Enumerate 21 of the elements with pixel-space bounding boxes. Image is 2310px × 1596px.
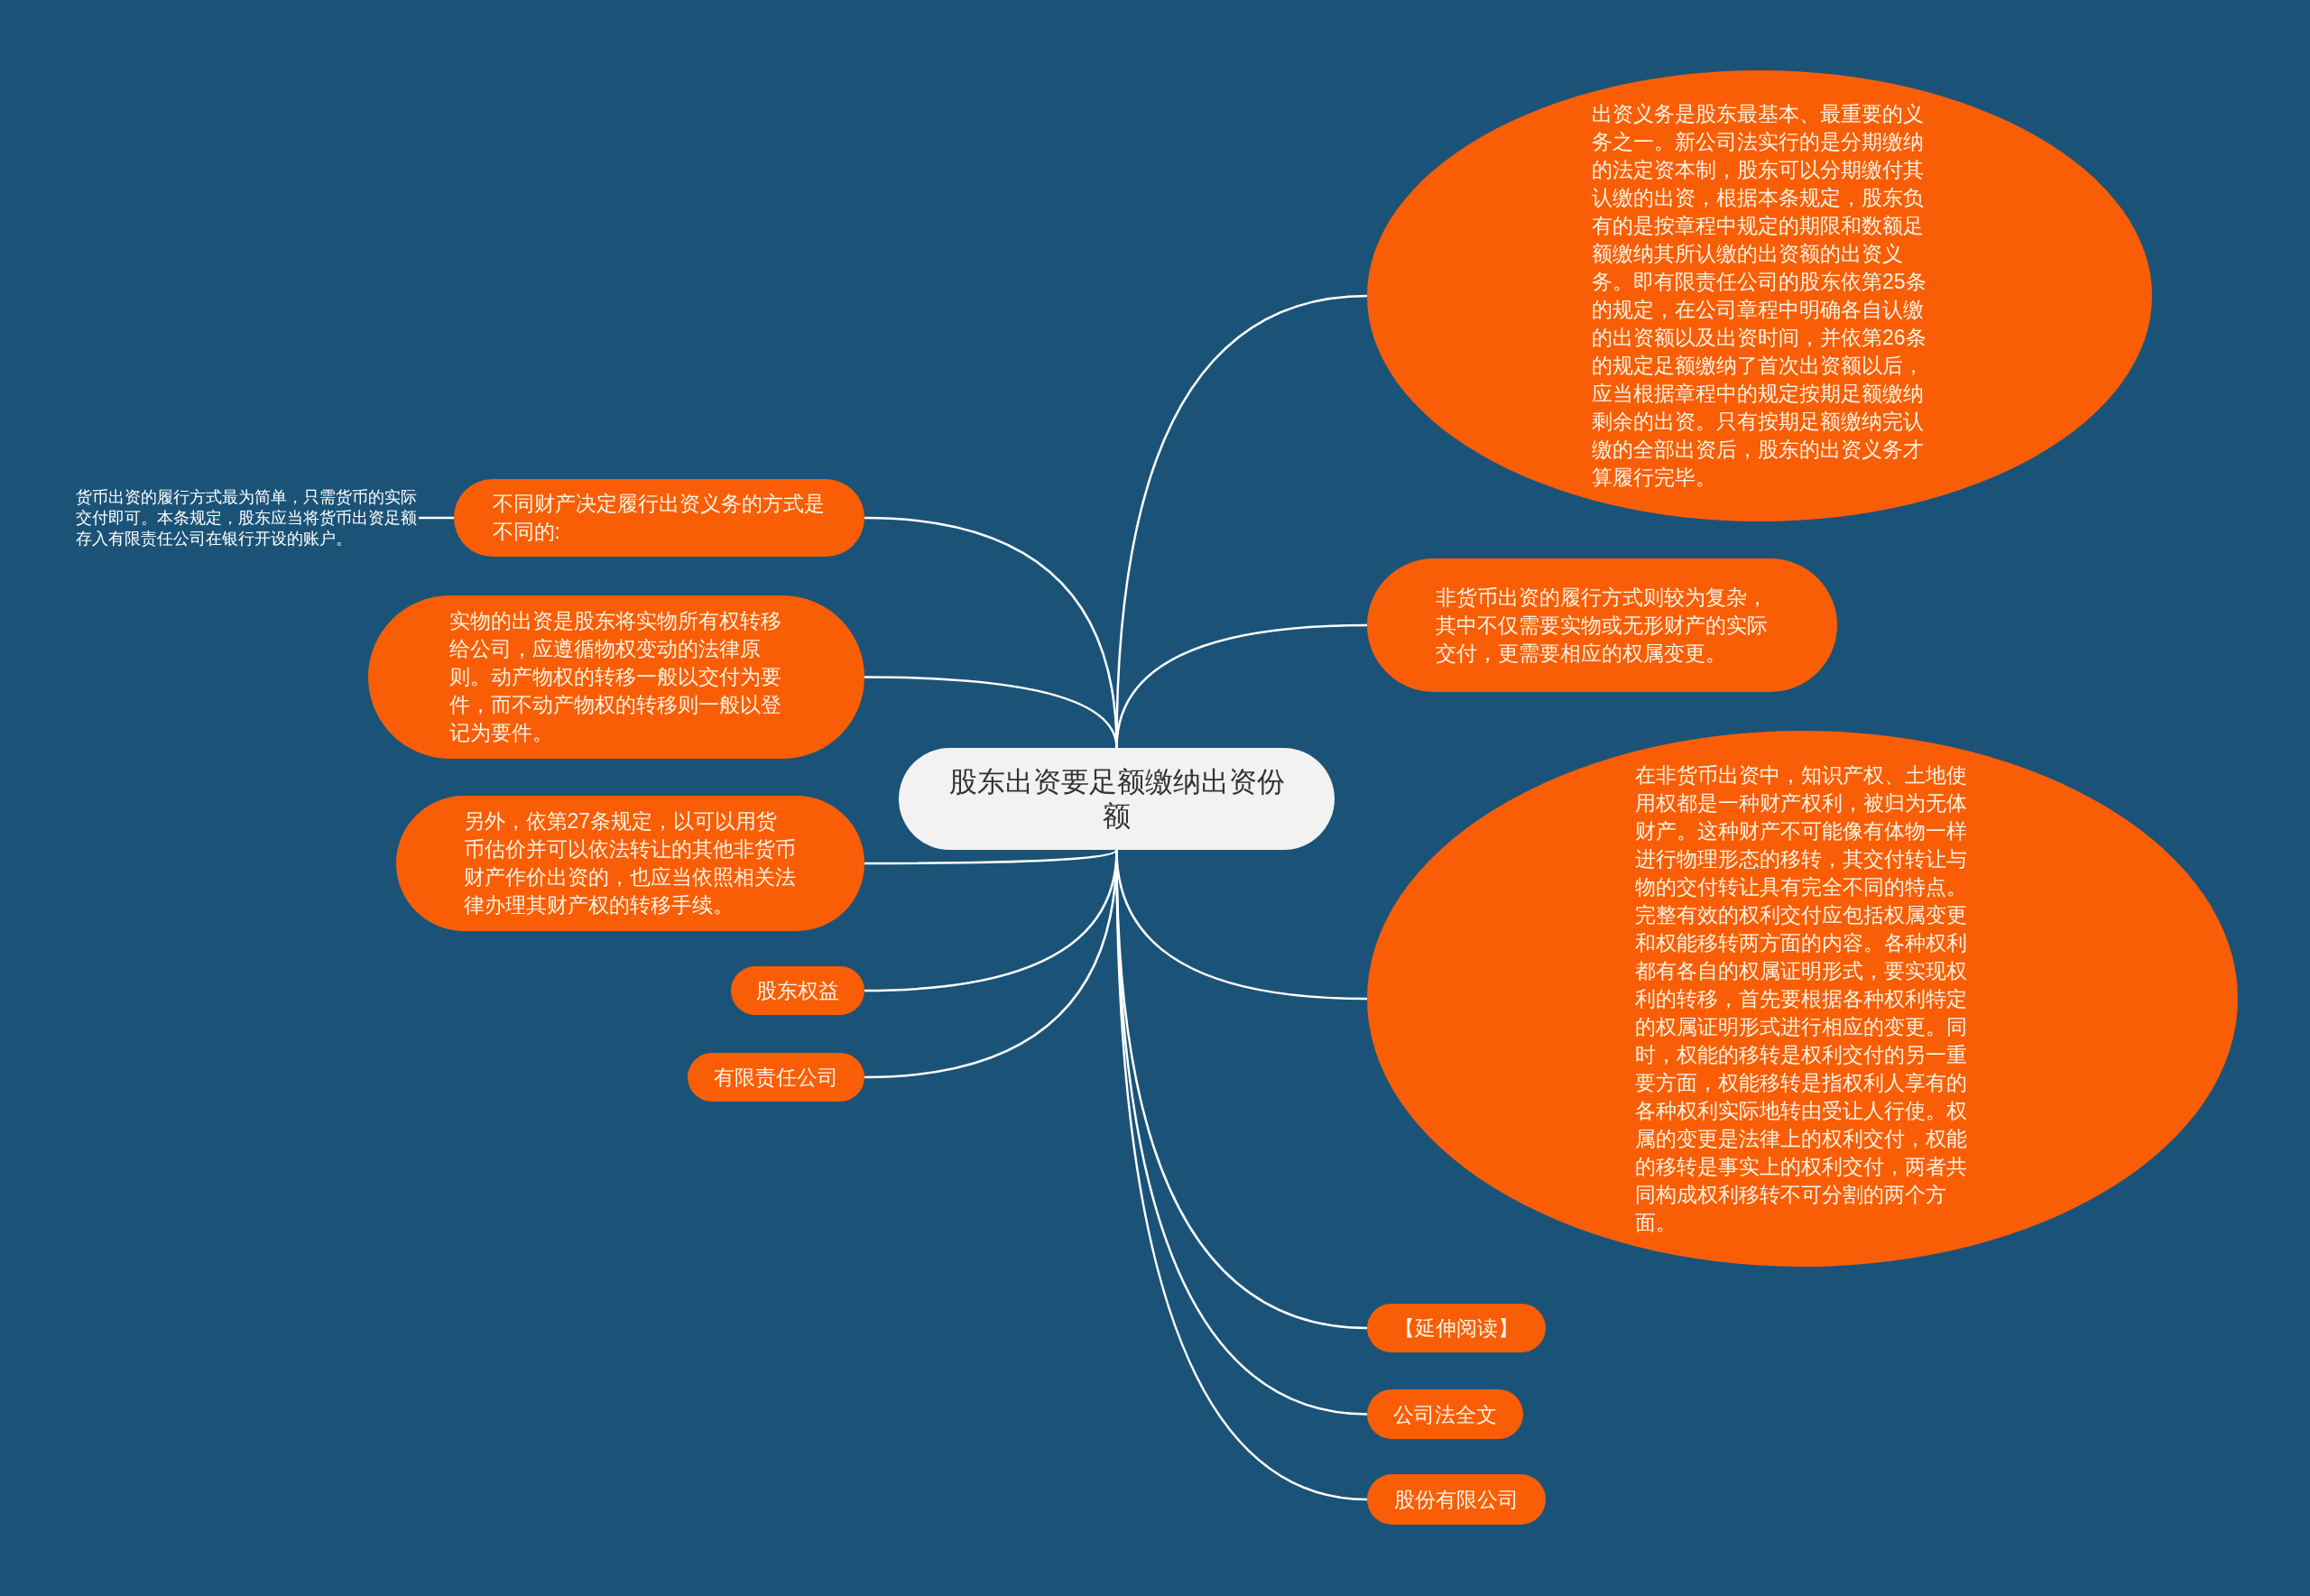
connector-line [1115,623,1368,749]
topic-bubble [1367,1304,1546,1352]
topic-text: 出资义务是股东最基本、最重要的义务之一。新公司法实行的是分期缴纳的法定资本制，股东可以分期缴付其认缴的出资，根据本条规定，股东负有的是按章程中规定的期限和数额足额缴纳其所认缴的出资额的出资义务。即有限责任公司的股东依第25条的规定，在公司章程中明确各自认缴的出资额以及出资时间，并依第26条的规定足额缴纳了首次出资额以后，应当根据章程中的规定按期足额缴纳剩余的出资。只有按期足额缴纳完认缴的全部出资后，股东的出资义务才算履行完毕。 [1592,101,1927,491]
topic-text: 在非货币出资中，知识产权、土地使用权都是一种财产权利，被归为无体财产。这种财产不可能像有体物一样进行物理形态的移转，其交付转让与物的交付转让具有完全不同的特点。完整有效的权利交付应包括权属变更和权能移转两方面的内容。各种权利都有各自的权属证明形式，要实现权利的转移，首先要根据各种权利特定的权属证明形式进行相应的变更。同时，权能的移转是权利交付的另一重要方面，权能移转是指权利人享有的各种权利实际地转由受让人行使。权属的变更是法律上的权利交付，权能的移转是事实上的权利交付，两者共同构成权利移转不可分割的两个方面。 [1634,761,1968,1236]
topic-bubble [1367,1389,1523,1439]
connector-line [864,849,1118,865]
topic-text: 非货币出资的履行方式则较为复杂，其中不仅需要实物或无形财产的实际交付，更需要相应的权属变更。 [1435,584,1769,667]
topic-text: 不同财产决定履行出资义务的方式是不同的: [492,491,826,545]
topic-text: 实物的出资是股东将实物所有权转移给公司，应遵循物权变动的法律原则。动产物权的转移一般以交付为要件，而不动产物权的转移则一般以登记为要件。 [449,608,782,746]
topic-text: 有限责任公司 [714,1065,838,1091]
note-text: 货币出资的履行方式最为简单，只需货币的实际交付即可。本条规定，股东应当将货币出资足额存入有限责任公司在银行开设的账户。 [76,486,418,549]
topic-bubble [1367,1474,1546,1525]
topic-text: 【延伸阅读】 [1394,1315,1519,1342]
topic-text: 股东出资要足额缴纳出资份额 [947,764,1286,834]
topic-text: 公司法全文 [1393,1401,1497,1428]
topic-text: 股东权益 [756,978,839,1004]
topic-text: 另外，依第27条规定，以可以用货币估价并可以依法转让的其他非货币财产作价出资的，也应当依照相关法律办理其财产权的转移手续。 [463,808,797,918]
topic-bubble [688,1053,864,1102]
topic-bubble [731,966,864,1015]
topic-text: 股份有限公司 [1394,1487,1519,1513]
connector-line [419,516,454,520]
